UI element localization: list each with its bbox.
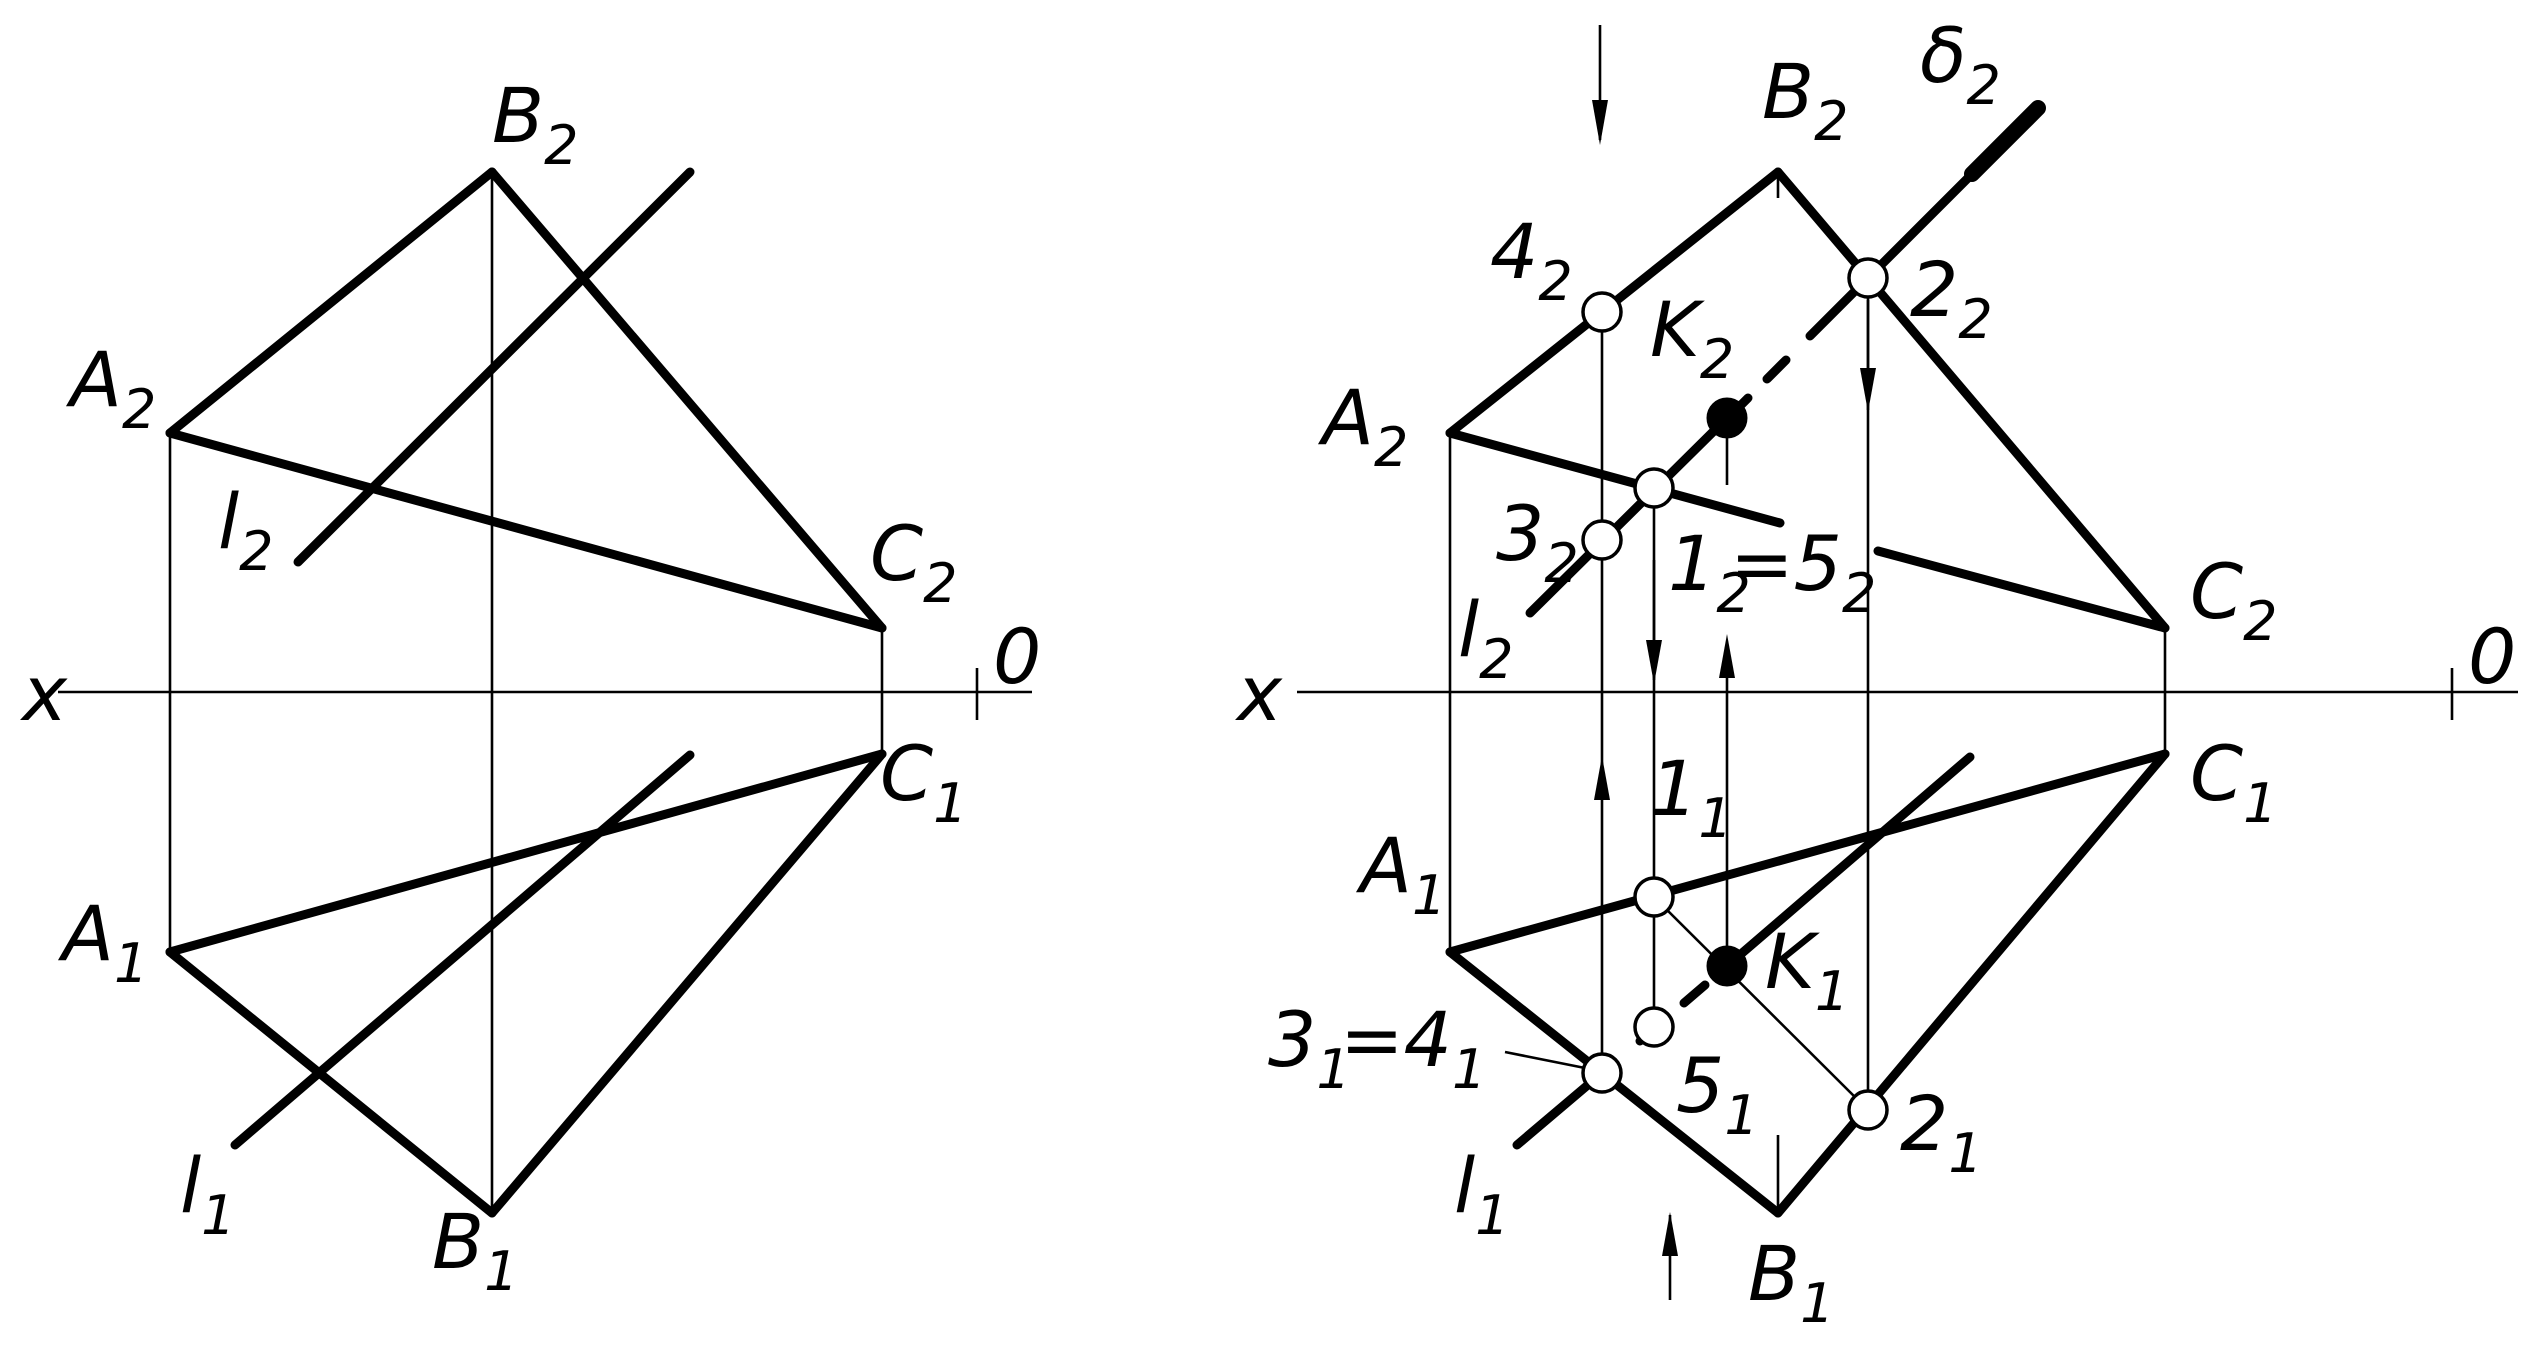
right-label-a2: A2 [1317, 373, 1408, 479]
point-2-1 [1847, 1089, 1889, 1131]
right-edge-3-b1 [1597, 1068, 1783, 1218]
right-figure: x 0 B2 δ2 42 K2 22 A2 32 12 =52 l2 C2 C1… [1235, 11, 2518, 1335]
right-edge-a2c2-end [1873, 546, 2170, 633]
left-axis-x-label: x [20, 649, 68, 738]
right-label-1-2: 12 [1668, 519, 1751, 625]
left-edge-a1c1 [165, 749, 887, 957]
right-label-b1: B1 [1748, 1229, 1835, 1335]
left-figure: x 0 B2 A2 C2 l2 A1 C1 l1 B1 [20, 71, 1041, 1303]
arrow-up-3 [1594, 756, 1610, 800]
left-label-a2: A2 [65, 335, 156, 441]
right-label-eq-4-1: =41 [1340, 995, 1486, 1101]
left-line-l1 [230, 750, 695, 1150]
arrow-down-2 [1860, 300, 1876, 412]
point-3-2 [1581, 519, 1623, 561]
arrow-down-top [1592, 25, 1608, 145]
right-label-2-1: 21 [1900, 1079, 1983, 1185]
right-label-b2: B2 [1762, 47, 1849, 153]
left-edge-a1b1 [165, 947, 497, 1218]
left-label-c1: C1 [880, 729, 967, 835]
left-label-l2: l2 [218, 477, 273, 583]
right-label-3-1: 31 [1268, 995, 1351, 1101]
point-4-2 [1581, 291, 1623, 333]
right-edge-a1c1 [1445, 749, 2170, 957]
right-label-a1: A1 [1355, 821, 1446, 927]
left-edge-b2c2 [487, 167, 887, 633]
right-label-k1: K1 [1765, 917, 1849, 1023]
right-edge-a1-3 [1445, 947, 1607, 1078]
point-1-1 [1633, 876, 1675, 918]
right-edge-b1c1 [1773, 749, 2170, 1218]
right-label-c2: C2 [2190, 547, 2277, 653]
left-edge-b1c1 [487, 749, 887, 1218]
point-5-1 [1633, 1006, 1675, 1048]
right-label-4-2: 42 [1490, 207, 1573, 313]
right-line-l2-lower [1525, 413, 1732, 618]
right-label-2-2: 22 [1910, 245, 1993, 351]
left-label-a1: A1 [57, 889, 148, 995]
right-edge-b2c2 [1773, 167, 2170, 633]
point-2-2 [1847, 257, 1889, 299]
point-3-1 [1581, 1052, 1623, 1094]
right-axis-o-label: 0 [2468, 612, 2516, 701]
right-label-5-1: 51 [1676, 1041, 1759, 1147]
right-label-eq-5-2: =52 [1730, 519, 1876, 625]
right-leader-3-4 [1504, 1050, 1596, 1072]
left-line-l2 [293, 167, 695, 567]
right-label-l1: l1 [1454, 1141, 1509, 1247]
left-edge-a2b2 [165, 167, 497, 438]
arrow-up-bottom [1662, 1212, 1678, 1300]
right-trace-line-1-2 [1653, 896, 1869, 1111]
right-label-3-2: 32 [1496, 489, 1579, 595]
left-label-c2: C2 [870, 509, 957, 615]
left-label-b2: B2 [492, 71, 579, 177]
left-label-b1: B1 [432, 1197, 519, 1303]
right-edge-a2c2-visible [1445, 428, 1785, 528]
right-line-l2-dash-1 [1762, 355, 1791, 384]
point-k1 [1706, 945, 1748, 987]
right-line-l1-visible [1722, 752, 1975, 971]
right-plane-trace-delta2-end [1964, 100, 2046, 182]
right-label-1-1: 11 [1650, 744, 1733, 850]
right-axis-x-label: x [1235, 649, 1283, 738]
right-label-delta2: δ2 [1920, 11, 2001, 117]
point-1-2 [1633, 467, 1675, 509]
arrow-up-k [1719, 634, 1735, 678]
point-k2 [1706, 397, 1748, 439]
right-label-c1: C1 [2190, 729, 2277, 835]
left-axis-o-label: 0 [993, 612, 1041, 701]
left-edge-a2c2 [165, 428, 887, 633]
right-label-k2: K2 [1650, 285, 1734, 391]
right-label-l2: l2 [1458, 585, 1513, 691]
right-line-l1-dash-1 [1679, 980, 1710, 1008]
arrow-down-1 [1646, 560, 1662, 684]
left-label-l1: l1 [180, 1141, 235, 1247]
